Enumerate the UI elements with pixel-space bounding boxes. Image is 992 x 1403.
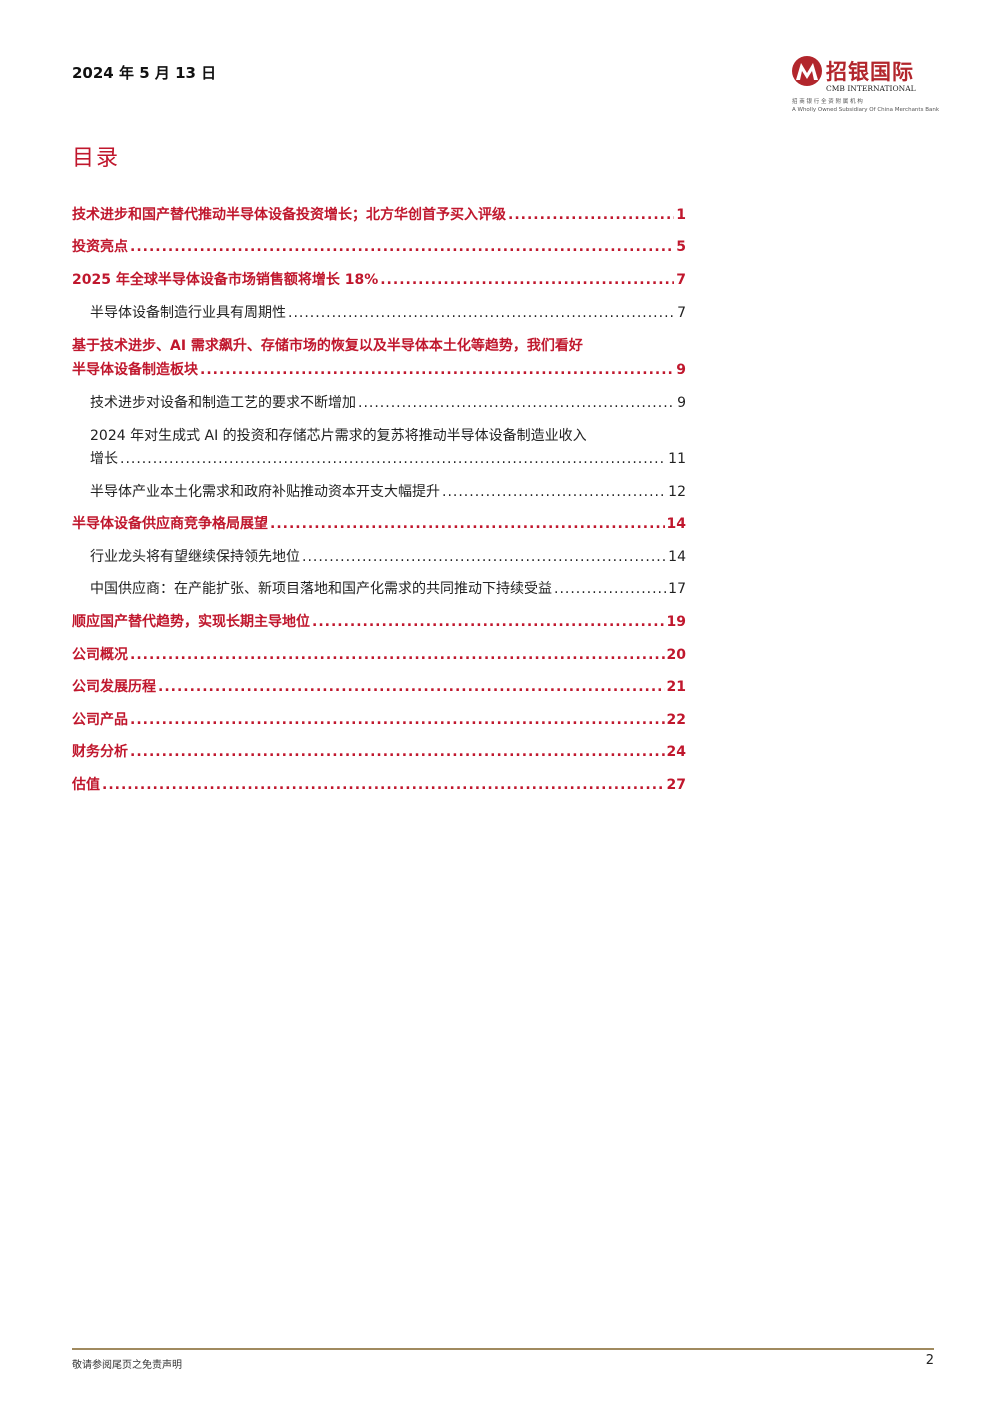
report-date: 2024 年 5 月 13 日: [72, 64, 217, 82]
toc-leader-dots: [358, 395, 675, 412]
toc-entry-page: 24: [666, 744, 686, 760]
toc-leader-dots: [288, 305, 675, 322]
toc-entry[interactable]: 公司产品 22: [72, 712, 686, 729]
toc-leader-dots: [158, 679, 665, 696]
toc-entry[interactable]: 估值 27: [72, 777, 686, 794]
toc-leader-dots: [302, 549, 666, 566]
toc-leader-dots: [130, 239, 674, 256]
toc-entry-text: 估值: [72, 777, 100, 793]
toc-entry-page: 5: [676, 239, 686, 255]
footer-page-number: 2: [925, 1353, 934, 1368]
logo-subtitle-cn: 招 商 银 行 全 资 附 属 机 构: [792, 99, 863, 105]
toc-entry-page: 22: [666, 712, 686, 728]
footer-disclaimer: 敬请参阅尾页之免责声明: [72, 1360, 182, 1371]
toc-entry-page: 12: [668, 484, 686, 500]
toc-leader-dots: [312, 614, 665, 631]
toc-entry-text: 公司产品: [72, 712, 128, 728]
logo-name-cn: 招银国际: [826, 60, 914, 84]
toc-entry-text: 技术进步和国产替代推动半导体设备投资增长；北方华创首予买入评级: [72, 207, 506, 223]
toc-entry-text: 公司概况: [72, 647, 128, 663]
toc-entry-text: 半导体设备制造板块: [72, 362, 198, 378]
toc-entry-page: 11: [668, 451, 686, 467]
toc-entry-line1[interactable]: 基于技术进步、AI 需求飙升、存储市场的恢复以及半导体本土化等趋势，我们看好: [72, 338, 583, 354]
toc-leader-dots: [120, 451, 666, 468]
toc-leader-dots: [130, 647, 665, 664]
toc-entry-page: 21: [666, 679, 686, 695]
toc-title: 目录: [72, 146, 121, 171]
toc-entry[interactable]: 2025 年全球半导体设备市场销售额将增长 18% 7: [72, 272, 686, 289]
toc-leader-dots: [380, 272, 674, 289]
footer-rule: [72, 1348, 934, 1350]
toc-entry-text: 2025 年全球半导体设备市场销售额将增长 18%: [72, 272, 379, 288]
toc-entry-text: 顺应国产替代趋势，实现长期主导地位: [72, 614, 310, 630]
toc-entry-page: 9: [676, 362, 686, 378]
toc-entry-text: 行业龙头将有望继续保持领先地位: [90, 549, 300, 565]
toc-leader-dots: [270, 516, 665, 533]
toc-entry-page: 9: [677, 395, 686, 411]
toc-entry-text: 半导体产业本土化需求和政府补贴推动资本开支大幅提升: [90, 484, 440, 500]
toc-entry-text: 半导体设备供应商竞争格局展望: [72, 516, 268, 532]
toc-entry-page: 1: [676, 207, 686, 223]
logo-subtitle: 招 商 银 行 全 资 附 属 机 构 A Wholly Owned Subsi…: [792, 98, 939, 114]
toc-entry[interactable]: 公司发展历程 21: [72, 679, 686, 696]
toc-entry[interactable]: 投资亮点 5: [72, 239, 686, 256]
toc-entry-line1[interactable]: 2024 年对生成式 AI 的投资和存储芯片需求的复苏将推动半导体设备制造业收入: [90, 428, 587, 444]
toc-entry-text: 半导体设备制造行业具有周期性: [90, 305, 286, 321]
toc-entry[interactable]: 财务分析 24: [72, 744, 686, 761]
toc-entry[interactable]: 技术进步和国产替代推动半导体设备投资增长；北方华创首予买入评级 1: [72, 207, 686, 224]
toc-entry-text: 财务分析: [72, 744, 128, 760]
toc-entry-page: 7: [677, 305, 686, 321]
toc-entry-page: 20: [666, 647, 686, 663]
toc-entry-page: 27: [666, 777, 686, 793]
toc-entry[interactable]: 半导体设备制造行业具有周期性 7: [90, 305, 686, 322]
toc-leader-dots: [130, 712, 665, 729]
toc-entry-page: 17: [668, 581, 686, 597]
toc-entry-text: 投资亮点: [72, 239, 128, 255]
logo-name-en: CMB INTERNATIONAL: [826, 84, 916, 93]
toc-entry[interactable]: 半导体设备制造板块 9: [72, 362, 686, 379]
toc-entry[interactable]: 增长 11: [90, 451, 686, 468]
toc-leader-dots: [442, 484, 666, 501]
toc-entry-page: 19: [666, 614, 686, 630]
toc-leader-dots: [554, 581, 666, 598]
toc-entry[interactable]: 半导体设备供应商竞争格局展望 14: [72, 516, 686, 533]
toc-entry[interactable]: 公司概况 20: [72, 647, 686, 664]
toc-entry-page: 7: [676, 272, 686, 288]
toc-entry-text: 中国供应商：在产能扩张、新项目落地和国产化需求的共同推动下持续受益: [90, 581, 552, 597]
toc-leader-dots: [102, 777, 665, 794]
toc-entry-text: 公司发展历程: [72, 679, 156, 695]
toc-entry[interactable]: 行业龙头将有望继续保持领先地位 14: [90, 549, 686, 566]
toc-entry-text: 增长: [90, 451, 118, 467]
toc-leader-dots: [130, 744, 665, 761]
company-logo: 招银国际 CMB INTERNATIONAL 招 商 银 行 全 资 附 属 机…: [790, 54, 940, 116]
toc-entry[interactable]: 顺应国产替代趋势，实现长期主导地位 19: [72, 614, 686, 631]
toc-leader-dots: [508, 207, 674, 224]
toc-entry-page: 14: [668, 549, 686, 565]
logo-subtitle-en: A Wholly Owned Subsidiary Of China Merch…: [792, 107, 940, 113]
toc-entry-text: 技术进步对设备和制造工艺的要求不断增加: [90, 395, 356, 411]
toc-entry[interactable]: 半导体产业本土化需求和政府补贴推动资本开支大幅提升 12: [90, 484, 686, 501]
toc-entry[interactable]: 技术进步对设备和制造工艺的要求不断增加 9: [90, 395, 686, 412]
toc-entry-page: 14: [666, 516, 686, 532]
cmb-logo-icon: [792, 56, 822, 86]
toc-entry[interactable]: 中国供应商：在产能扩张、新项目落地和国产化需求的共同推动下持续受益 17: [90, 581, 686, 598]
toc-leader-dots: [200, 362, 674, 379]
